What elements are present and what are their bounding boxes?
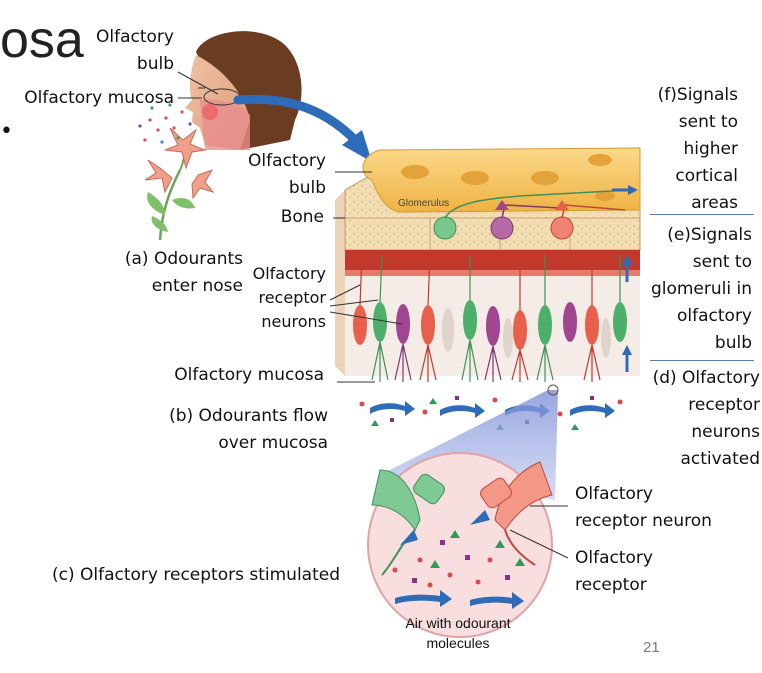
zoom-circle [367, 452, 553, 638]
lily-illustration [144, 127, 215, 241]
page-number: 21 [643, 639, 660, 656]
divider-e [650, 360, 754, 361]
big-arrow [233, 94, 360, 145]
head-olfactory-mucosa-label: Olfactory mucosa [24, 88, 174, 108]
slide-title-fragment: osa [0, 11, 84, 69]
divider-f [650, 214, 754, 215]
receptor-neurons-row [353, 254, 627, 382]
tissue-block [335, 147, 641, 382]
glomerulus-label: Glomerulus [398, 198, 449, 209]
bullet-fragment: • [0, 119, 13, 144]
odourant-cloud [138, 103, 192, 144]
label-c: (c) Olfactory receptors stimulated [52, 565, 341, 585]
mucosa-label: Olfactory mucosa [174, 365, 324, 385]
head-illustration [185, 31, 302, 151]
bone-label: Bone [280, 207, 324, 227]
leader-lines [329, 171, 569, 559]
